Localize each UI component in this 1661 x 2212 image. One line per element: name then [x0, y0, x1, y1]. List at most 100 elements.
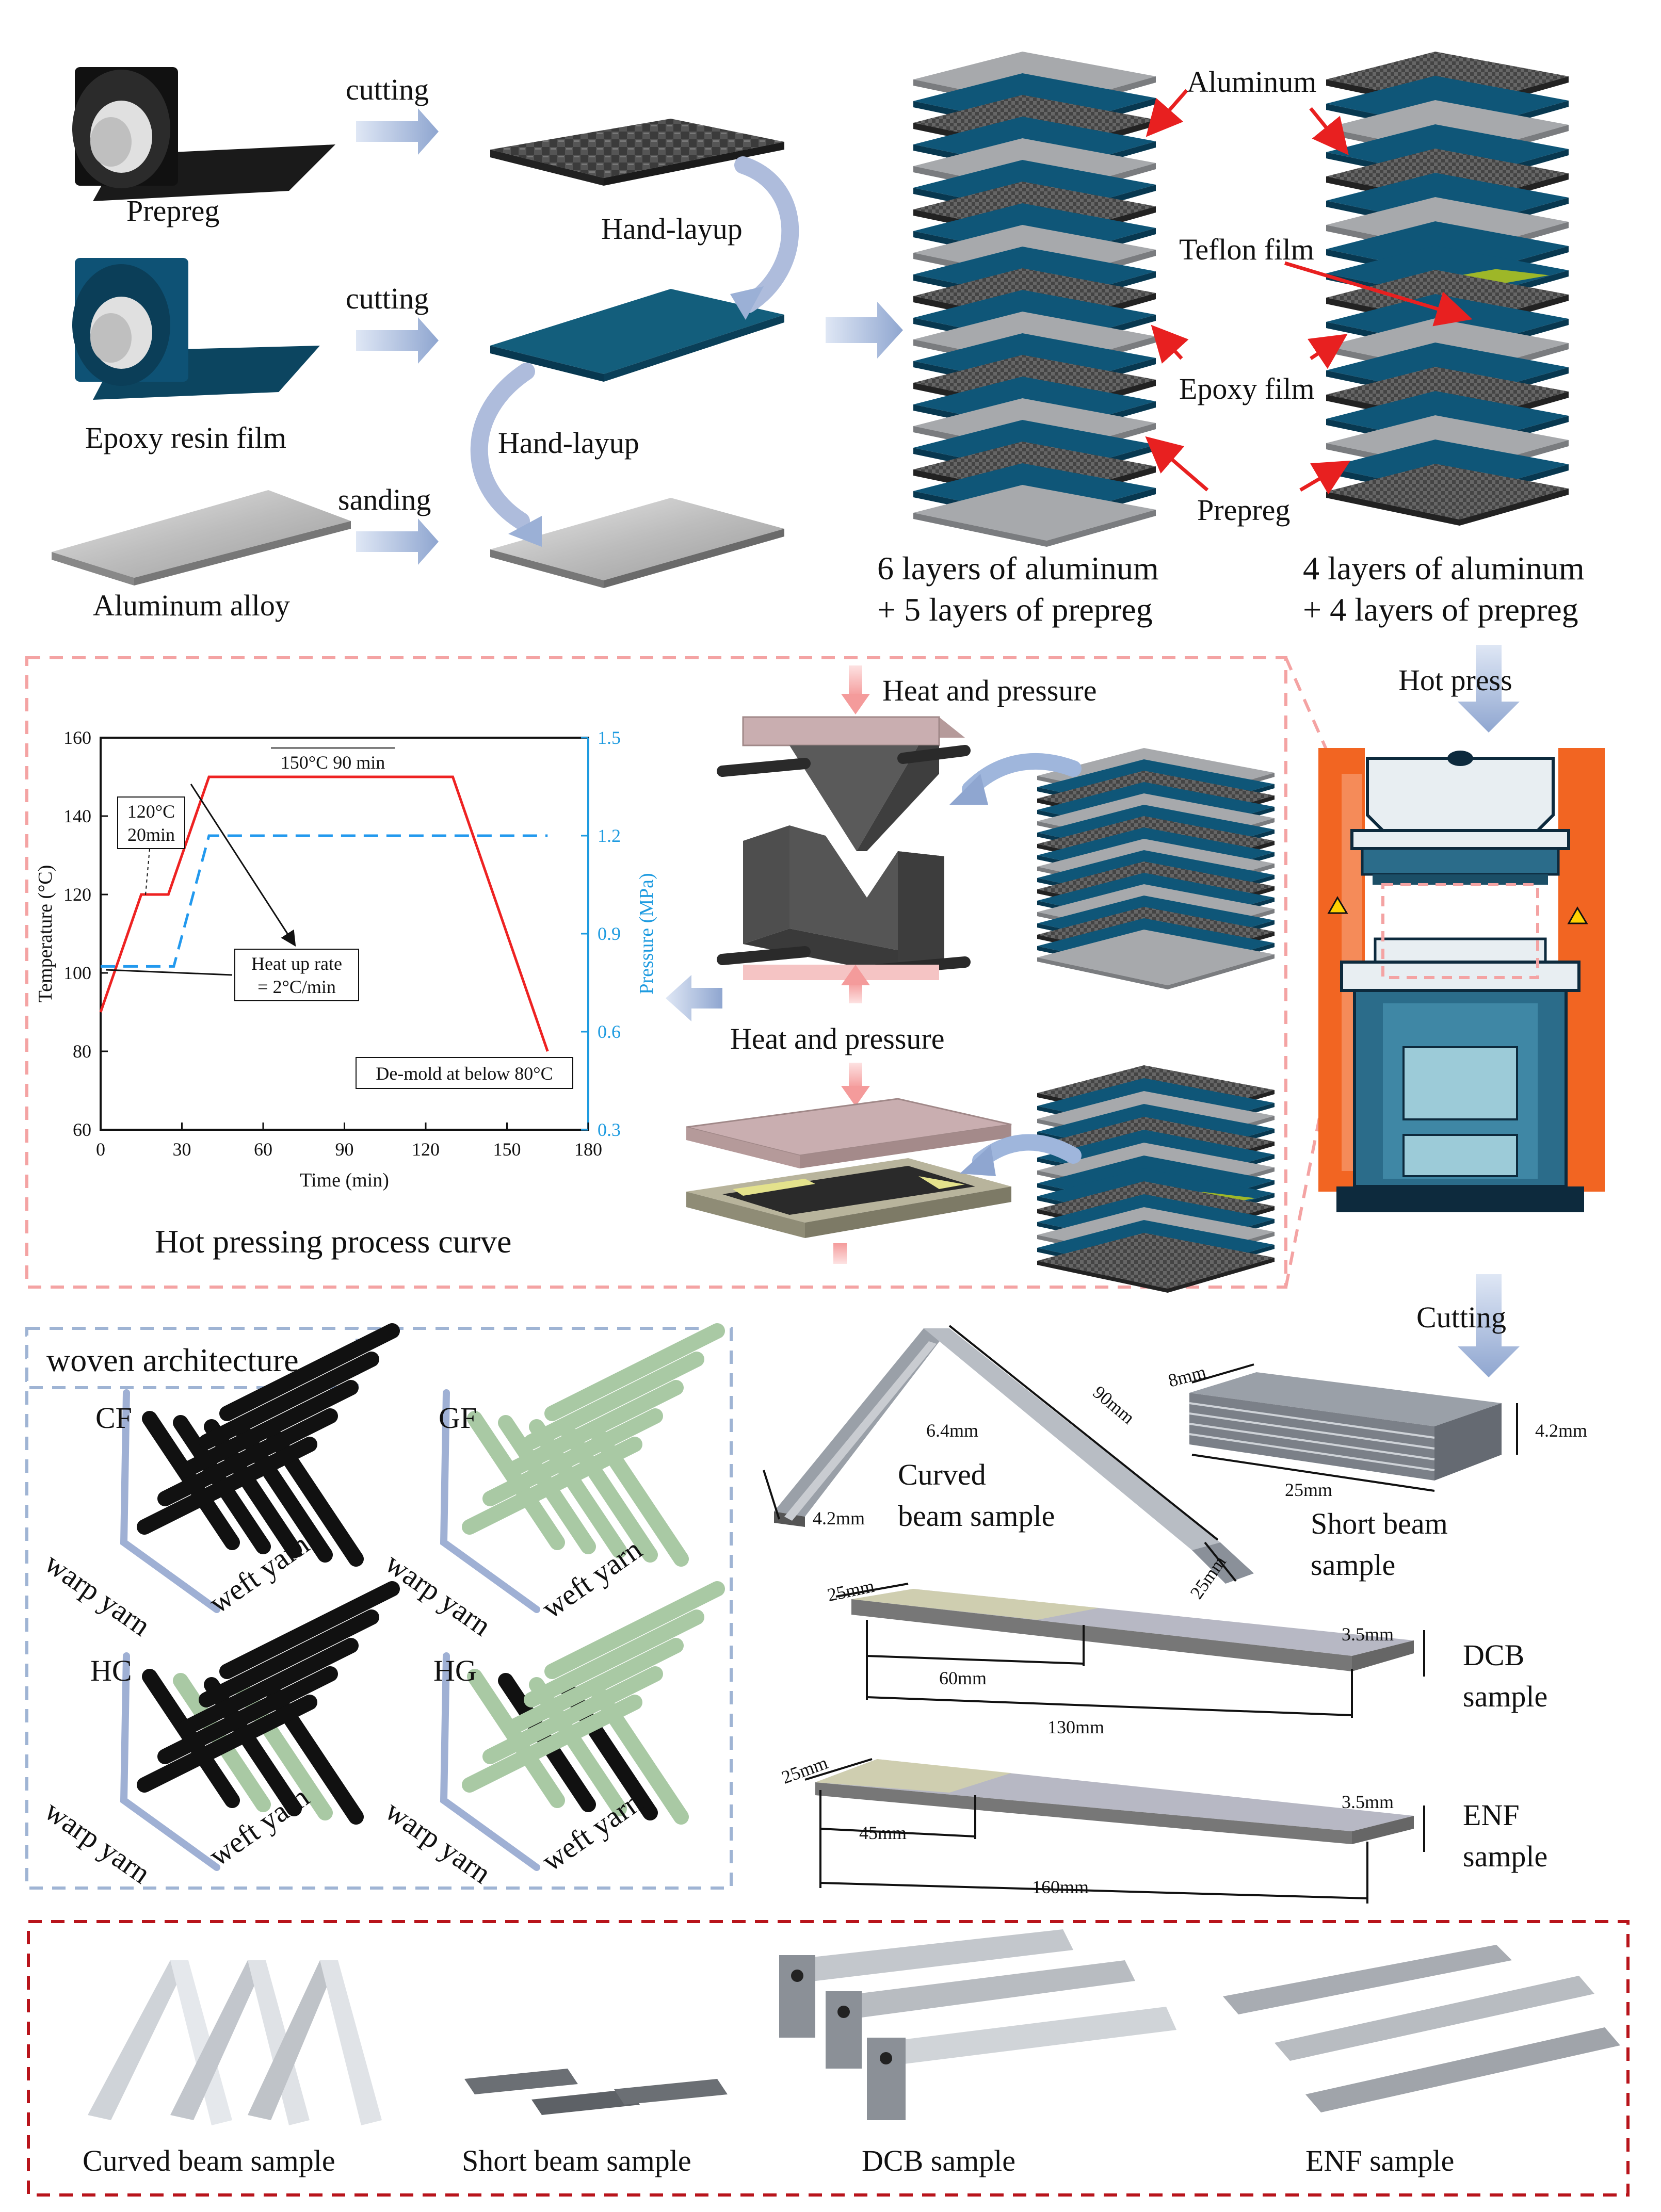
arrow-head	[949, 774, 988, 805]
short-beam-label-1: Short beam	[1311, 1507, 1448, 1540]
gf-label: GF	[439, 1401, 477, 1435]
enf-dim-45mm: 45mm	[859, 1823, 907, 1843]
cutting-label-3: Cutting	[1416, 1300, 1507, 1334]
chart-caption: Hot pressing process curve	[155, 1223, 512, 1260]
epoxy-film-callout: Epoxy film	[1179, 372, 1315, 405]
x-axis-label: Time (min)	[300, 1169, 389, 1191]
stack-layer-edge	[1037, 957, 1168, 989]
photo-enf-label: ENF sample	[1305, 2144, 1455, 2177]
prepreg-callout: Prepreg	[1197, 493, 1291, 527]
handlayup-arrow-1	[734, 156, 799, 313]
heat-arrow	[849, 1063, 862, 1088]
dimension-lines	[763, 1325, 1518, 1904]
y-tick-label: 160	[63, 727, 91, 748]
pressure-line	[101, 834, 548, 968]
weft-yarn	[544, 1323, 725, 1421]
arrow-head	[730, 286, 764, 320]
woven-fabrics	[137, 1323, 725, 1825]
x-tick-label: 90	[335, 1139, 354, 1160]
process-panel-border	[25, 656, 1287, 1289]
x-tick-label: 0	[96, 1139, 105, 1160]
stack-layer-edge	[913, 513, 1047, 547]
aluminum-plate	[52, 490, 351, 585]
woven-panel-border	[25, 1327, 733, 1890]
weft-yarn	[482, 1666, 663, 1764]
y-tick-label: 120	[63, 884, 91, 905]
aluminum-alloy-label: Aluminum alloy	[93, 589, 290, 622]
cf-label: CF	[95, 1401, 132, 1435]
weft-yarn	[219, 1581, 400, 1679]
handlayup-arrow-2	[470, 363, 535, 530]
hg-label: HG	[433, 1654, 477, 1687]
woven-title: woven architecture	[46, 1342, 299, 1378]
enf-photo	[1223, 1945, 1620, 2112]
stack-layer	[1326, 464, 1569, 519]
temperature-line	[99, 775, 549, 1052]
weft-yarn	[544, 1581, 725, 1679]
prepreg-sheet	[490, 119, 784, 186]
curved-beam-mould	[717, 716, 971, 980]
weft-yarn	[462, 1437, 642, 1535]
aluminum-callout: Aluminum	[1187, 65, 1317, 99]
weft-yarn	[157, 1408, 338, 1506]
callout-arrows	[1145, 89, 1473, 495]
y2-axis-label: Pressure (MPa)	[636, 873, 657, 994]
cutting-label-1: cutting	[346, 73, 429, 106]
y-axis-label: Temperature (°C)	[35, 865, 56, 1003]
arrow-head	[960, 1145, 996, 1176]
hot-press-label: Hot press	[1398, 663, 1512, 697]
stack1-caption-line1: 6 layers of aluminum	[877, 550, 1159, 587]
dim-6-4mm: 6.4mm	[926, 1420, 979, 1441]
weft-yarn	[137, 1695, 317, 1793]
enf-label-1: ENF	[1463, 1798, 1520, 1832]
stack2-caption-line1: 4 layers of aluminum	[1303, 550, 1585, 587]
x-tick-label: 150	[493, 1139, 521, 1160]
weft-yarn	[503, 1638, 684, 1736]
x-tick-label: 180	[574, 1139, 602, 1160]
y2-tick-label: 0.6	[598, 1021, 621, 1042]
weft-yarn	[524, 1609, 704, 1707]
dcb-geometry	[851, 1589, 1414, 1671]
weft-yarn	[524, 1352, 704, 1450]
down-arrow	[1458, 1274, 1520, 1377]
y2-tick-label: 0.3	[598, 1119, 621, 1140]
dcb-label-1: DCB	[1463, 1638, 1525, 1672]
demold-annotation: De-mold at below 80°C	[376, 1063, 553, 1084]
weft-yarn	[503, 1380, 684, 1478]
enf-dim-160mm: 160mm	[1032, 1877, 1089, 1897]
handlayup-label-1: Hand-layup	[601, 212, 743, 246]
heat-arrow	[849, 983, 862, 1003]
dcb-dim-3-5mm: 3.5mm	[1342, 1624, 1394, 1645]
stack-4al-4prepreg	[1326, 52, 1569, 526]
dim-4-2mm-a: 4.2mm	[813, 1508, 865, 1528]
weft-yarn	[199, 1609, 379, 1707]
stack-layer-edge	[1326, 492, 1460, 526]
sanding-label: sanding	[338, 483, 431, 516]
short-beam-geometry	[1189, 1372, 1502, 1481]
dwell-pointer	[145, 848, 150, 896]
dcb-photo	[779, 1929, 1176, 2120]
photo-dcb-label: DCB sample	[862, 2144, 1016, 2177]
photo-curved-label: Curved beam sample	[83, 2144, 335, 2177]
hot-press-machine	[1318, 748, 1605, 1212]
stack-layer	[1037, 930, 1275, 985]
y-tick-label: 100	[63, 963, 91, 983]
prepreg-label: Prepreg	[126, 194, 220, 227]
rate-annotation-line2: = 2°C/min	[257, 977, 336, 997]
x-tick-label: 30	[173, 1139, 191, 1160]
cutting-label-2: cutting	[346, 282, 429, 315]
rate-pointer	[190, 784, 296, 947]
sanded-aluminum-sheet	[490, 498, 784, 588]
weft-yarn	[462, 1695, 642, 1793]
hc-label: HC	[90, 1654, 132, 1687]
handlayup-label-2: Hand-layup	[498, 426, 639, 460]
y2-tick-label: 1.2	[598, 825, 621, 846]
heat-arrow	[849, 665, 862, 696]
flow-arrow	[666, 975, 722, 1021]
dim-4-2mm-b: 4.2mm	[1535, 1420, 1588, 1441]
prepreg-roll	[72, 67, 335, 201]
weft-yarn	[178, 1380, 359, 1478]
epoxy-roll	[72, 258, 320, 400]
